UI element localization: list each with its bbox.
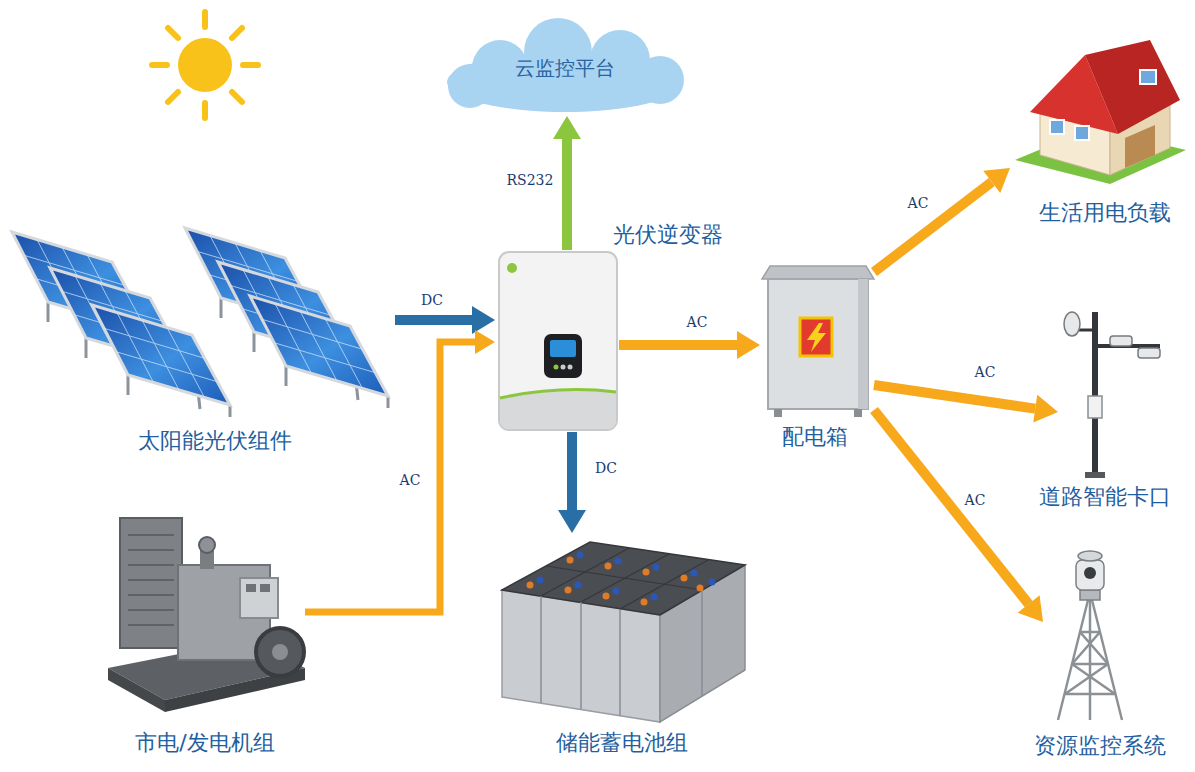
arrow-head	[983, 168, 1010, 193]
monitor-tower-illustration	[1058, 551, 1122, 720]
signal-label: AC	[973, 364, 998, 380]
arrow-shaft	[305, 342, 475, 612]
signal-label: DC	[593, 460, 619, 476]
arrow-head	[558, 510, 586, 533]
checkpoint-pole-illustration	[1064, 312, 1160, 478]
ac-arrow	[874, 410, 1043, 622]
arrow-head	[472, 306, 495, 334]
node-label: 云监控平台	[515, 56, 615, 80]
component-label: 资源监控系统	[1034, 733, 1166, 759]
arrow-head	[553, 116, 581, 139]
arrow-shaft	[874, 410, 1029, 604]
signal-label: AC	[398, 472, 423, 488]
component-label: 生活用电负载	[1039, 200, 1171, 226]
arrow-shaft	[874, 182, 992, 272]
resource-monitor-node: 资源监控系统	[1045, 540, 1140, 722]
cloud-shape	[447, 18, 684, 112]
arrow-shaft	[619, 340, 737, 350]
signal-label: AC	[963, 492, 988, 508]
generator-illustration	[108, 518, 305, 712]
distribution-box-node: 配电箱	[762, 262, 874, 417]
distribution-box-illustration	[762, 266, 874, 417]
dc-arrow	[395, 306, 495, 334]
inverter-node: 光伏逆变器	[497, 250, 619, 432]
component-label: 储能蓄电池组	[556, 730, 688, 756]
signal-label: AC	[685, 314, 710, 330]
arrow-shaft	[395, 315, 472, 325]
ac-arrow	[305, 330, 495, 612]
solar-panel-array	[12, 228, 388, 417]
component-label: 市电/发电机组	[135, 730, 274, 756]
component-label: 配电箱	[782, 424, 848, 450]
cloud-node: 云监控平台	[440, 22, 690, 114]
generator-node: 市电/发电机组	[105, 512, 305, 712]
signal-label: AC	[906, 195, 931, 211]
rs232-arrow	[553, 116, 581, 250]
arrow-head	[1033, 395, 1058, 423]
signal-label: RS232	[505, 172, 556, 188]
inverter-illustration	[499, 252, 617, 430]
component-label: 太阳能光伏组件	[138, 428, 292, 454]
arrow-shaft	[567, 432, 577, 510]
arrow-head	[475, 330, 495, 354]
arrow-head	[1018, 595, 1043, 622]
arrow-shaft	[562, 139, 572, 250]
sun-icon	[152, 12, 258, 118]
ac-arrow	[874, 385, 1058, 423]
house-illustration	[1015, 40, 1186, 184]
component-label: 道路智能卡口	[1039, 484, 1171, 510]
battery-bank-illustration	[502, 542, 745, 722]
arrow-shaft	[874, 385, 1035, 409]
component-label: 光伏逆变器	[613, 222, 723, 248]
arrow-head	[737, 331, 760, 359]
battery-node: 储能蓄电池组	[498, 535, 748, 723]
ac-arrow	[874, 168, 1010, 272]
label-holder: 云监控平台	[440, 22, 690, 114]
pv-array-node: 太阳能光伏组件	[10, 198, 395, 420]
dc-arrow	[558, 432, 586, 533]
ac-arrow	[619, 331, 760, 359]
road-checkpoint-node: 道路智能卡口	[1060, 300, 1165, 480]
household-load-node: 生活用电负载	[1012, 42, 1190, 184]
signal-label: DC	[419, 292, 445, 308]
